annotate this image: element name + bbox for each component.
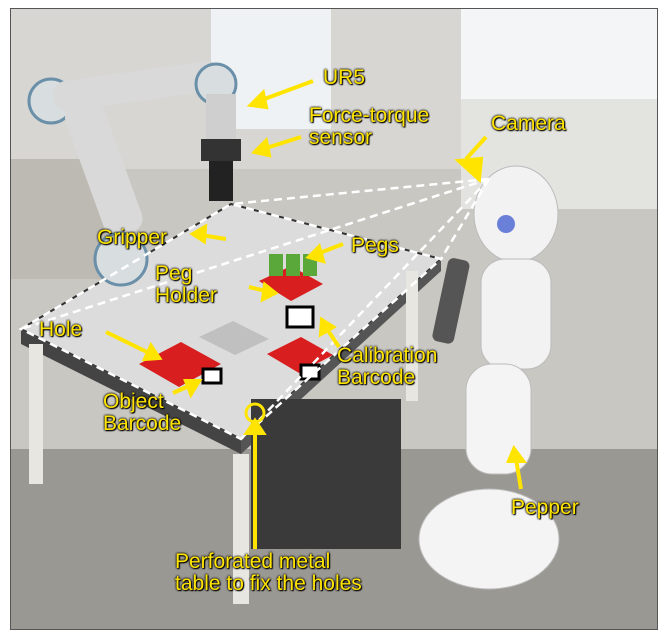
label-perforated-table: Perforated metal table to fix the holes bbox=[175, 550, 362, 595]
calibration-barcode bbox=[285, 305, 315, 329]
object-barcode bbox=[201, 367, 223, 385]
table-leg bbox=[29, 344, 43, 484]
table-edge-front bbox=[21, 329, 241, 454]
label-gripper: Gripper bbox=[97, 226, 168, 249]
table-leg bbox=[406, 271, 418, 401]
label-hole: Hole bbox=[39, 318, 83, 341]
pepper-legs bbox=[465, 363, 532, 475]
label-calibration-barcode: Calibration Barcode bbox=[337, 344, 438, 389]
pepper-torso bbox=[480, 258, 552, 370]
ur5-base bbox=[93, 231, 149, 287]
scene-photo: UR5 Force-torque sensor Camera Gripper P… bbox=[10, 8, 658, 630]
label-peg-holder: Peg Holder bbox=[155, 262, 217, 307]
ur5-base-link bbox=[64, 99, 143, 237]
peg bbox=[269, 254, 283, 276]
object-barcode bbox=[299, 363, 321, 381]
label-force-torque-sensor: Force-torque sensor bbox=[309, 104, 430, 149]
equipment-box bbox=[251, 399, 401, 549]
pepper-eye bbox=[497, 215, 515, 233]
grey-plate bbox=[199, 321, 269, 355]
label-ur5: UR5 bbox=[323, 66, 366, 89]
label-camera: Camera bbox=[491, 112, 566, 135]
hole-plate bbox=[139, 342, 221, 387]
label-pepper: Pepper bbox=[511, 496, 579, 519]
window-right bbox=[461, 9, 657, 99]
pepper-tablet bbox=[432, 258, 470, 344]
table-outline-dashed bbox=[18, 202, 444, 441]
ur5-link bbox=[52, 61, 222, 111]
table-leg bbox=[233, 454, 249, 604]
camera-fov-lines bbox=[20, 177, 491, 440]
label-object-barcode: Object Barcode bbox=[103, 390, 182, 435]
force-torque-sensor bbox=[201, 139, 241, 161]
label-pegs: Pegs bbox=[351, 234, 399, 257]
scene-illustration bbox=[11, 9, 657, 629]
pepper-base bbox=[418, 488, 560, 590]
peg bbox=[286, 254, 300, 276]
hole-plate bbox=[267, 337, 333, 373]
annotation-arrows bbox=[105, 79, 527, 549]
gripper bbox=[209, 161, 233, 201]
